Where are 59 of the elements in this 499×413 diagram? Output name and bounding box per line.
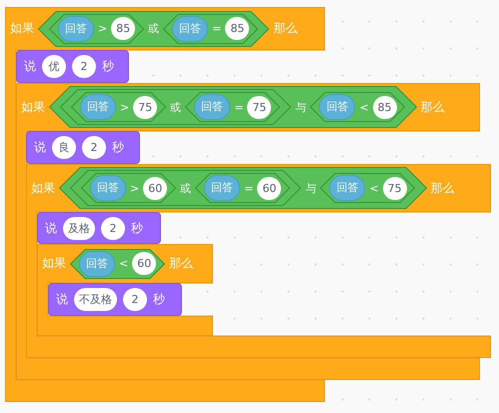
keyword-label: 如果 xyxy=(10,20,34,37)
if-then-block xyxy=(26,164,491,358)
operator-label: = xyxy=(234,100,244,114)
operator-label: 与 xyxy=(295,100,306,114)
operator-label: < xyxy=(359,100,369,114)
keyword-label: 说 xyxy=(34,139,46,156)
keyword-label: 秒 xyxy=(131,220,143,236)
operator-label: > xyxy=(120,100,130,114)
logic-block xyxy=(60,89,292,125)
logic-block xyxy=(70,170,302,206)
compare-block xyxy=(163,14,258,44)
say-block xyxy=(37,212,161,244)
keyword-label: 说 xyxy=(24,58,36,75)
keyword-label: 如果 xyxy=(21,98,45,116)
compare-block xyxy=(185,92,280,122)
compare-block xyxy=(70,248,166,278)
keyword-label: 那么 xyxy=(169,255,194,272)
value-field: 2 xyxy=(101,216,125,240)
value-field: 及格 xyxy=(63,216,95,240)
operator-label: > xyxy=(98,22,108,35)
operator-label: 与 xyxy=(305,180,316,196)
keyword-label: 那么 xyxy=(273,20,298,37)
compare-block xyxy=(320,173,416,203)
if-then-block xyxy=(16,83,491,380)
compare-block xyxy=(81,173,176,203)
logic-block xyxy=(49,86,417,128)
if-then-block xyxy=(37,244,213,336)
operator-label: < xyxy=(369,182,379,194)
keyword-label: 如果 xyxy=(31,180,55,196)
keyword-label: 如果 xyxy=(42,255,66,272)
say-block xyxy=(26,131,140,164)
value-field: 不及格 xyxy=(74,288,117,311)
compare-block xyxy=(49,14,144,44)
value-field: 2 xyxy=(123,288,147,311)
keyword-label: 秒 xyxy=(153,291,165,308)
say-block xyxy=(16,50,129,83)
compare-block xyxy=(310,92,406,122)
keyword-label: 说 xyxy=(56,291,68,308)
value-field: 2 xyxy=(72,55,96,78)
compare-block xyxy=(195,173,290,203)
keyword-label: 说 xyxy=(45,220,57,236)
keyword-label: 那么 xyxy=(430,180,455,196)
keyword-label: 秒 xyxy=(102,58,114,75)
logic-block xyxy=(38,10,270,46)
value-field: 优 xyxy=(42,55,66,78)
compare-block xyxy=(71,92,166,122)
operator-label: 或 xyxy=(170,100,182,114)
say-block xyxy=(48,283,182,316)
keyword-label: 秒 xyxy=(112,139,124,156)
operator-label: 或 xyxy=(180,180,192,196)
logic-block xyxy=(59,167,427,209)
operator-label: > xyxy=(130,182,140,194)
value-field: 2 xyxy=(82,136,106,159)
keyword-label: 那么 xyxy=(420,98,445,116)
value-field: 良 xyxy=(52,136,76,159)
operator-label: < xyxy=(119,257,128,270)
operator-label: = xyxy=(212,22,222,35)
operator-label: 或 xyxy=(148,21,160,36)
operator-label: = xyxy=(244,182,254,194)
